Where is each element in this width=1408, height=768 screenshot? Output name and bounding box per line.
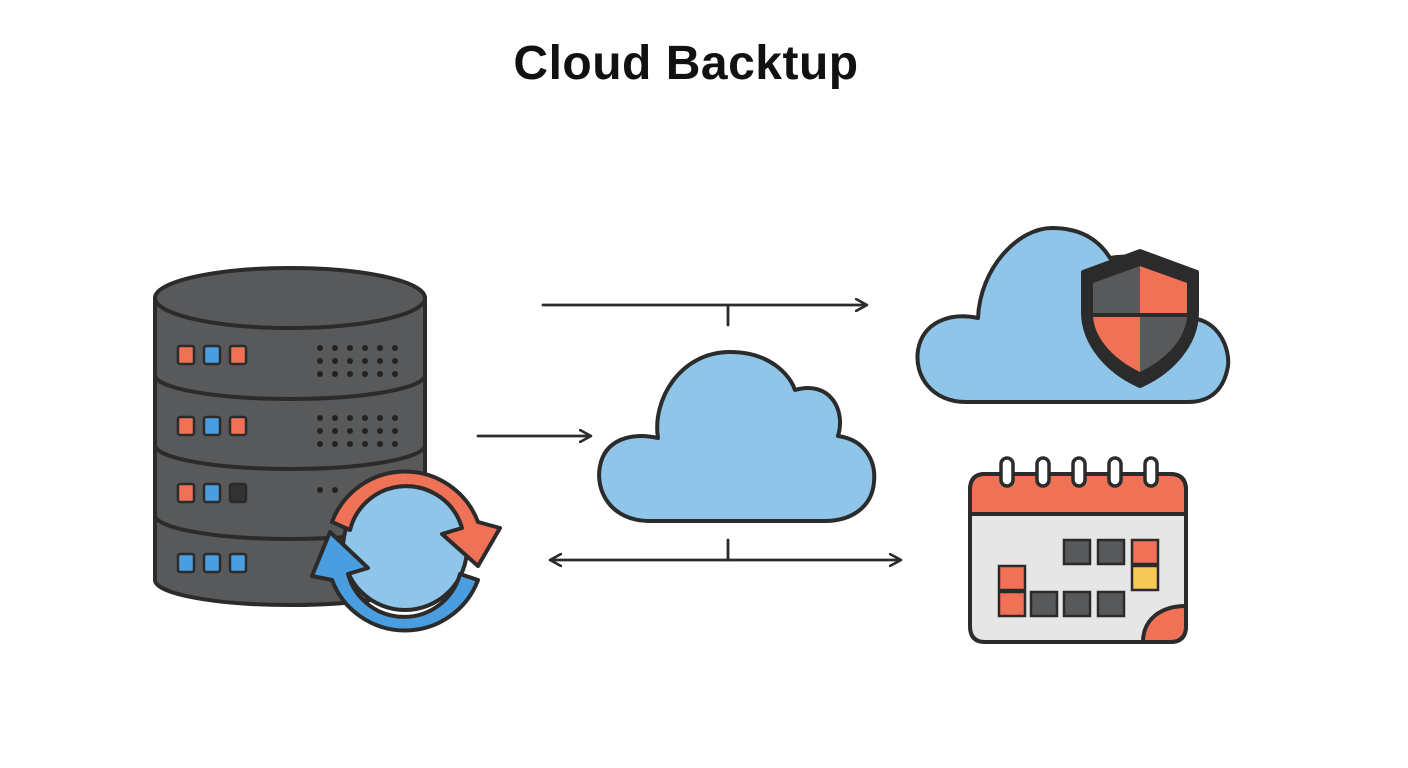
- server-vent-dots: [317, 345, 398, 493]
- sync-arrows-icon: [310, 469, 502, 633]
- calendar-day-cells: [997, 538, 1160, 618]
- calendar-rings: [999, 456, 1159, 488]
- cloud-icon: [597, 350, 877, 523]
- connectors: [476, 305, 900, 560]
- diagram-title: Cloud Backtup: [513, 37, 859, 90]
- server-indicator-lights: [176, 344, 248, 574]
- shield-icon: [1081, 249, 1199, 388]
